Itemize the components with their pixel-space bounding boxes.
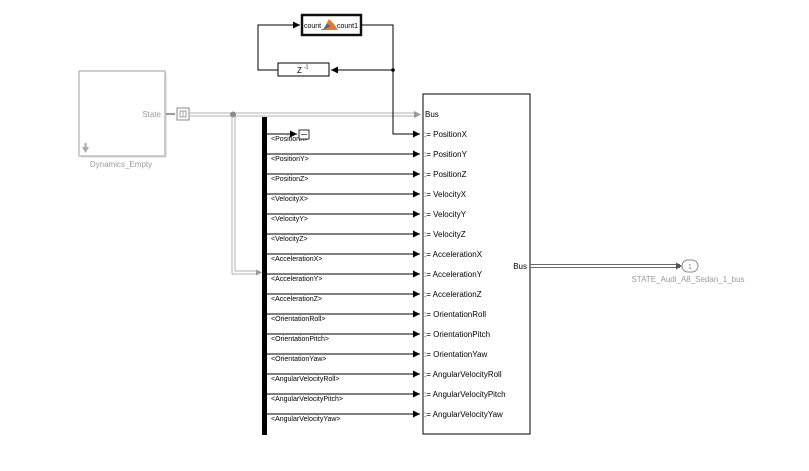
bus-assignment-port-label: := AngularVelocityPitch bbox=[424, 390, 506, 399]
bus-assignment-input-label: Bus bbox=[425, 110, 439, 119]
bus-assignment-port-label: := AccelerationX bbox=[424, 250, 483, 259]
unit-delay-label: Z bbox=[297, 66, 302, 75]
selector-output-row[interactable]: <AccelerationZ> bbox=[267, 290, 420, 303]
selector-output-row[interactable]: <AngularVelocityPitch> bbox=[267, 390, 420, 403]
selector-output-label: <PositionY> bbox=[271, 156, 309, 163]
bus-assignment-port-label: := VelocityX bbox=[424, 190, 467, 199]
dynamics-empty-subsystem[interactable]: State bbox=[78, 70, 167, 158]
selector-output-label: <AngularVelocityRoll> bbox=[271, 376, 340, 383]
bus-selector-small-block[interactable] bbox=[176, 107, 190, 121]
bus-assignment-port-label: := PositionZ bbox=[424, 170, 467, 179]
matlab-output-label: count1 bbox=[337, 23, 358, 30]
selector-output-row[interactable]: <PositionY> bbox=[267, 150, 420, 163]
bus-assignment-port-label: := OrientationPitch bbox=[424, 330, 490, 339]
selector-output-label: <AngularVelocityYaw> bbox=[271, 416, 341, 423]
selector-output-row[interactable]: <AngularVelocityYaw> bbox=[267, 410, 420, 423]
bus-assignment-port-label: := PositionX bbox=[424, 130, 468, 139]
main-bus-line bbox=[189, 111, 421, 118]
bus-selector-bar[interactable] bbox=[262, 117, 267, 435]
outport-number: 1 bbox=[688, 264, 692, 271]
bus-assignment-port-label: := VelocityY bbox=[424, 210, 467, 219]
unit-delay-block[interactable]: Z -1 bbox=[277, 62, 330, 77]
selector-output-row[interactable]: <VelocityZ> bbox=[267, 230, 420, 243]
outport-block[interactable]: 1 bbox=[681, 259, 699, 273]
unit-delay-exponent: -1 bbox=[304, 65, 309, 71]
selector-output-row[interactable]: <VelocityY> bbox=[267, 210, 420, 223]
bus-assignment-port-label: := OrientationYaw bbox=[424, 350, 487, 359]
terminator-block[interactable] bbox=[298, 129, 310, 140]
selector-output-label: <OrientationRoll> bbox=[271, 316, 325, 323]
bus-assignment-port-label: := AccelerationZ bbox=[424, 290, 482, 299]
bus-assignment-port-label: := AngularVelocityRoll bbox=[424, 370, 502, 379]
selector-output-label: <OrientationPitch> bbox=[271, 336, 329, 343]
bus-assignment-port-label: := AccelerationY bbox=[424, 270, 483, 279]
selector-output-row[interactable]: <OrientationYaw> bbox=[267, 350, 420, 363]
loop-signal-lines bbox=[257, 21, 420, 138]
bus-assignment-port-label: := VelocityZ bbox=[424, 230, 466, 239]
selector-output-row[interactable]: <VelocityX> bbox=[267, 190, 420, 203]
selector-output-label: <OrientationYaw> bbox=[271, 356, 327, 363]
selector-output-label: <PositionX> bbox=[271, 136, 309, 143]
selector-output-label: <AccelerationZ> bbox=[271, 296, 322, 303]
bus-assignment-port-label: := PositionY bbox=[424, 150, 468, 159]
selector-outputs: <PositionX> <PositionY> <PositionZ> <Veloci… bbox=[267, 130, 420, 423]
selector-output-label: <VelocityX> bbox=[271, 196, 308, 203]
bus-assignment-block[interactable]: Bus Bus := PositionX:= PositionY:= Posit… bbox=[422, 93, 531, 435]
selector-output-row[interactable]: <PositionZ> bbox=[267, 170, 420, 183]
matlab-logo-icon bbox=[323, 19, 338, 30]
selector-output-row[interactable]: <PositionX> bbox=[267, 130, 309, 143]
branch-bus-line bbox=[231, 116, 262, 276]
subsystem-output-port-label: State bbox=[142, 110, 161, 119]
bus-assignment-port-label: := AngularVelocityYaw bbox=[424, 410, 503, 419]
selector-output-label: <AccelerationY> bbox=[271, 276, 322, 283]
selector-output-row[interactable]: <AccelerationY> bbox=[267, 270, 420, 283]
selector-output-label: <AccelerationX> bbox=[271, 256, 322, 263]
selector-output-row[interactable]: <AngularVelocityRoll> bbox=[267, 370, 420, 383]
outport-name: STATE_Audi_A8_Sedan_1_bus bbox=[631, 275, 744, 284]
selector-output-label: <VelocityZ> bbox=[271, 236, 308, 243]
selector-output-row[interactable]: <AccelerationX> bbox=[267, 250, 420, 263]
selector-output-row[interactable]: <OrientationRoll> bbox=[267, 310, 420, 323]
bus-assignment-ports: := PositionX := PositionY := PositionZ := V… bbox=[424, 130, 506, 419]
down-arrow-icon bbox=[82, 143, 89, 153]
output-bus-line bbox=[530, 262, 682, 270]
bus-assignment-port-label: := OrientationRoll bbox=[424, 310, 486, 319]
matlab-function-block[interactable]: count_ count1 bbox=[300, 13, 363, 37]
subsystem-name: Dynamics_Empty bbox=[90, 160, 152, 169]
selector-output-label: <AngularVelocityPitch> bbox=[271, 396, 343, 403]
matlab-input-label: count_ bbox=[304, 23, 325, 30]
bus-assignment-output-label: Bus bbox=[513, 262, 527, 271]
selector-output-label: <PositionZ> bbox=[271, 176, 308, 183]
selector-output-label: <VelocityY> bbox=[271, 216, 308, 223]
selector-output-row[interactable]: <OrientationPitch> bbox=[267, 330, 420, 343]
